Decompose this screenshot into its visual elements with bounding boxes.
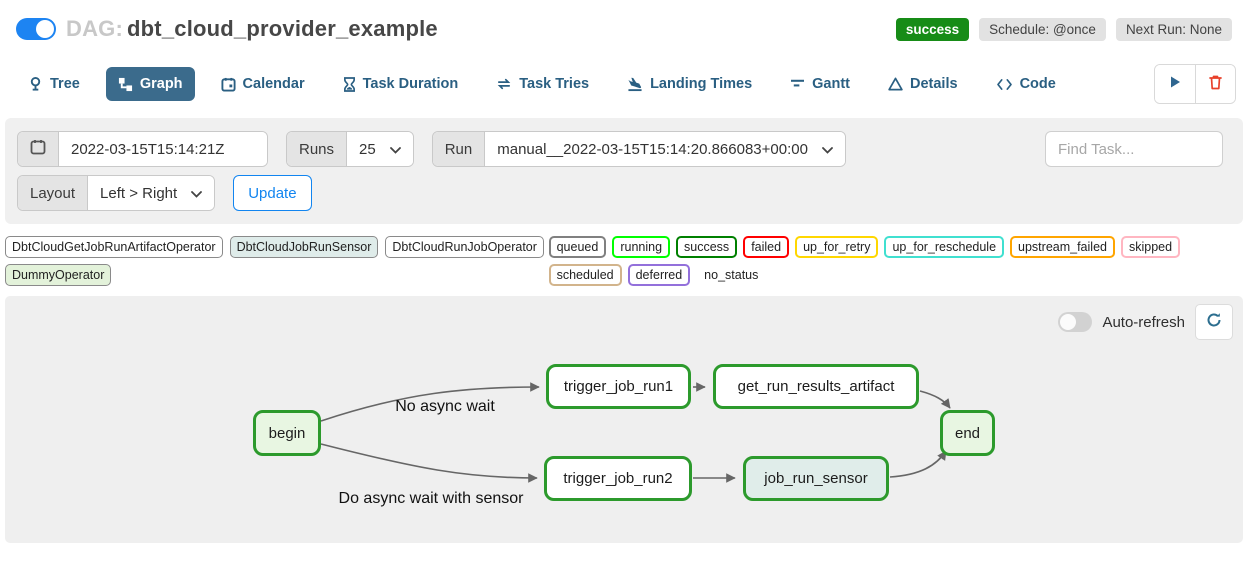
status-badge-no-status[interactable]: no_status — [696, 264, 767, 286]
status-badge-success[interactable]: success — [676, 236, 738, 258]
status-badge: success — [895, 18, 970, 41]
runs-value: 25 — [359, 140, 376, 158]
graph-toolbar: Auto-refresh — [1058, 304, 1233, 340]
auto-refresh-label: Auto-refresh — [1102, 313, 1185, 331]
layout-select[interactable]: Left > Right — [88, 176, 215, 210]
tab-code[interactable]: Code — [984, 67, 1068, 101]
calendar-icon — [30, 139, 46, 159]
base-date-input[interactable] — [59, 132, 267, 166]
toggle-knob-icon — [1060, 314, 1077, 330]
hourglass-icon — [343, 76, 356, 92]
find-task-input[interactable] — [1045, 131, 1223, 167]
status-badge-failed[interactable]: failed — [743, 236, 790, 258]
plane-landing-icon — [627, 77, 643, 92]
operator-legend: DbtCloudGetJobRunArtifactOperator DbtClo… — [5, 236, 549, 286]
tab-label: Landing Times — [650, 76, 753, 92]
status-badge-up-for-retry[interactable]: up_for_retry — [795, 236, 879, 258]
refresh-button[interactable] — [1195, 304, 1233, 340]
tab-graph[interactable]: Graph — [105, 67, 195, 101]
task-node-end[interactable]: end — [940, 410, 995, 456]
layout-value: Left > Right — [100, 184, 178, 202]
auto-refresh-toggle[interactable] — [1058, 312, 1093, 332]
repeat-icon — [496, 77, 512, 91]
task-node-get-run-results-artifact[interactable]: get_run_results_artifact — [713, 364, 919, 409]
task-node-trigger-job-run1[interactable]: trigger_job_run1 — [546, 364, 691, 409]
tab-details[interactable]: Details — [876, 67, 970, 101]
operator-badge: DbtCloudGetJobRunArtifactOperator — [5, 236, 223, 258]
chevron-down-icon — [389, 141, 401, 158]
calendar-picker-button[interactable] — [18, 132, 59, 166]
status-badge-skipped[interactable]: skipped — [1120, 236, 1181, 258]
code-icon — [996, 78, 1013, 91]
tab-label: Task Duration — [362, 76, 459, 92]
page-title: DAG:dbt_cloud_provider_example — [66, 16, 438, 42]
layout-group: Layout Left > Right — [17, 175, 216, 211]
tab-gantt[interactable]: Gantt — [778, 67, 862, 101]
tab-label: Graph — [139, 76, 183, 92]
dag-name: dbt_cloud_provider_example — [127, 16, 438, 41]
status-badge-running[interactable]: running — [612, 236, 671, 258]
dag-graph-panel: Auto-refresh begin trigger_job_run1 get_… — [5, 296, 1243, 543]
dag-edges — [320, 382, 951, 483]
tab-bar: Tree Graph Calendar Task Duration Task T… — [16, 64, 1236, 104]
status-legend: queued running success failed up_for_ret… — [548, 236, 1243, 286]
filter-panel: Runs 25 Run manual__2022-03-15T15:14:20.… — [5, 118, 1243, 224]
trigger-dag-button[interactable] — [1155, 65, 1195, 103]
dag-header: DAG:dbt_cloud_provider_example success S… — [0, 0, 1248, 42]
trash-icon — [1208, 74, 1223, 95]
dag-actions — [1154, 64, 1236, 104]
task-node-job-run-sensor[interactable]: job_run_sensor — [743, 456, 889, 501]
status-badge-up-for-reschedule[interactable]: up_for_reschedule — [884, 236, 1005, 258]
next-run-badge: Next Run: None — [1115, 18, 1232, 41]
tab-label: Tree — [50, 76, 80, 92]
tab-task-duration[interactable]: Task Duration — [331, 67, 471, 101]
tab-calendar[interactable]: Calendar — [209, 67, 317, 101]
delete-dag-button[interactable] — [1195, 65, 1235, 103]
chevron-down-icon — [822, 141, 833, 158]
graph-icon — [118, 77, 133, 92]
task-node-begin[interactable]: begin — [253, 410, 321, 456]
runs-label: Runs — [287, 132, 348, 166]
base-date-group — [17, 131, 268, 167]
edge-label-do-async-wait: Do async wait with sensor — [338, 490, 524, 507]
play-icon — [1168, 75, 1182, 94]
tab-label: Calendar — [242, 76, 305, 92]
operator-badge: DbtCloudJobRunSensor — [229, 236, 379, 258]
tab-label: Details — [910, 76, 958, 92]
schedule-badge[interactable]: Schedule: @once — [979, 18, 1106, 41]
refresh-icon — [1206, 312, 1222, 333]
chevron-down-icon — [191, 185, 203, 202]
status-badge-queued[interactable]: queued — [548, 236, 607, 258]
task-node-trigger-job-run2[interactable]: trigger_job_run2 — [544, 456, 692, 501]
status-badge-deferred[interactable]: deferred — [627, 264, 691, 286]
toggle-knob-icon — [36, 20, 54, 38]
details-icon — [888, 77, 903, 91]
tree-icon — [28, 76, 43, 92]
operator-badge: DummyOperator — [5, 264, 112, 286]
dag-pause-toggle[interactable] — [16, 18, 56, 40]
tab-tree[interactable]: Tree — [16, 67, 92, 101]
tab-label: Code — [1019, 76, 1056, 92]
run-label: Run — [432, 132, 486, 166]
edge-label-no-async-wait: No async wait — [395, 398, 495, 415]
gantt-icon — [790, 78, 805, 91]
dag-prefix-label: DAG: — [66, 16, 124, 41]
status-badge-upstream-failed[interactable]: upstream_failed — [1010, 236, 1115, 258]
tab-task-tries[interactable]: Task Tries — [484, 67, 601, 101]
run-group: Run manual__2022-03-15T15:14:20.866083+0… — [431, 131, 846, 167]
find-task-wrapper — [1045, 131, 1223, 167]
legend: DbtCloudGetJobRunArtifactOperator DbtClo… — [5, 236, 1243, 286]
runs-group: Runs 25 — [286, 131, 414, 167]
tab-landing-times[interactable]: Landing Times — [615, 67, 764, 101]
operator-badge: DbtCloudRunJobOperator — [385, 236, 544, 258]
runs-select[interactable]: 25 — [347, 132, 413, 166]
layout-label: Layout — [18, 176, 89, 210]
tab-label: Task Tries — [519, 76, 590, 92]
tab-label: Gantt — [812, 76, 850, 92]
status-badge-scheduled[interactable]: scheduled — [548, 264, 622, 286]
run-select[interactable]: manual__2022-03-15T15:14:20.866083+00:00 — [485, 132, 845, 166]
calendar-icon — [221, 77, 236, 92]
update-button[interactable]: Update — [233, 175, 312, 211]
run-value: manual__2022-03-15T15:14:20.866083+00:00 — [497, 140, 808, 158]
